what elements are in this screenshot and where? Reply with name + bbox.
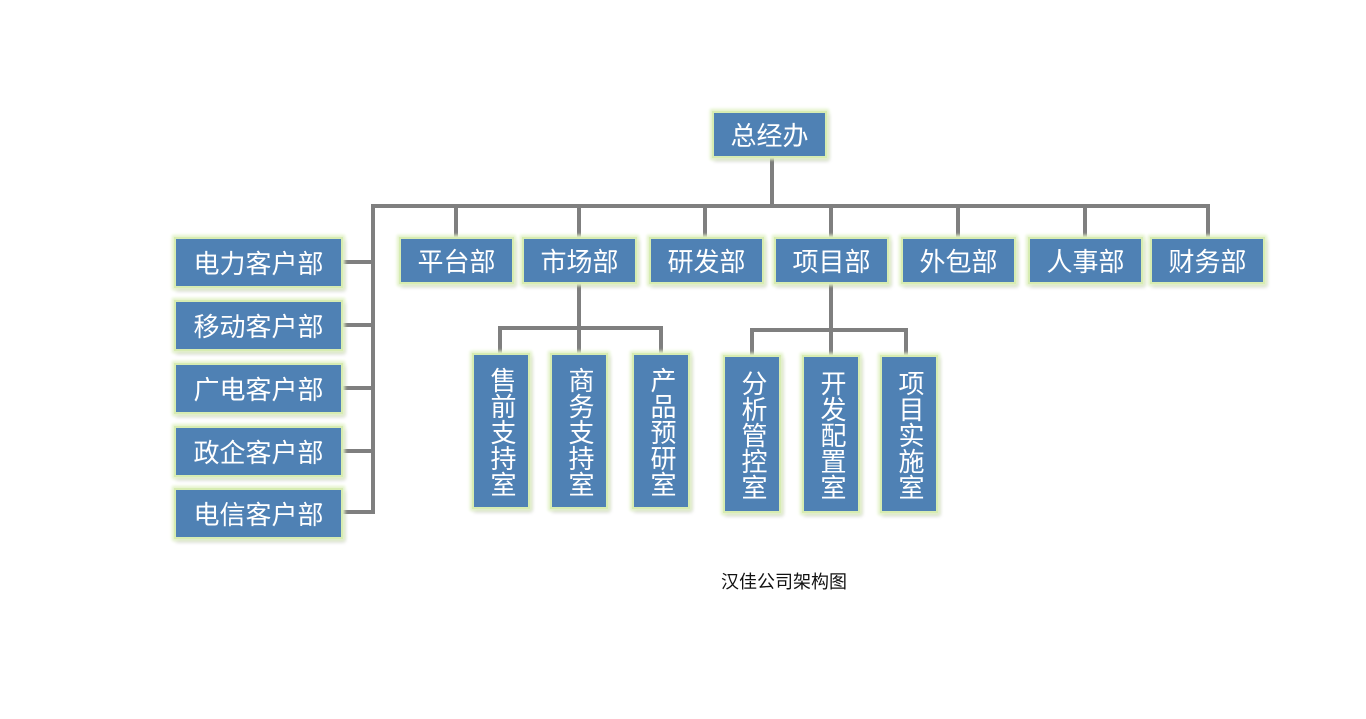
- node-market-research: 产品预研室: [632, 353, 690, 509]
- node-cust-power: 电力客户部: [174, 237, 343, 288]
- node-cust-government: 政企客户部: [174, 426, 343, 477]
- node-dept-platform: 平台部: [399, 237, 514, 284]
- node-dept-outsource: 外包部: [901, 237, 1016, 284]
- node-dept-project: 项目部: [774, 237, 889, 284]
- node-market-presales: 售前支持室: [472, 353, 530, 509]
- node-dept-rnd: 研发部: [649, 237, 764, 284]
- node-cust-mobile: 移动客户部: [174, 300, 343, 351]
- node-root: 总经办: [712, 111, 827, 158]
- diagram-caption: 汉佳公司架构图: [721, 572, 847, 593]
- node-project-implement: 项目实施室: [880, 355, 938, 513]
- node-dept-finance: 财务部: [1150, 237, 1265, 284]
- node-dept-market: 市场部: [522, 237, 637, 284]
- node-cust-telecom: 电信客户部: [174, 488, 343, 539]
- node-project-dev: 开发配置室: [802, 355, 860, 513]
- node-cust-broadcast: 广电客户部: [174, 363, 343, 414]
- node-market-business: 商务支持室: [550, 353, 608, 509]
- node-dept-hr: 人事部: [1028, 237, 1143, 284]
- node-project-analysis: 分析管控室: [723, 355, 781, 513]
